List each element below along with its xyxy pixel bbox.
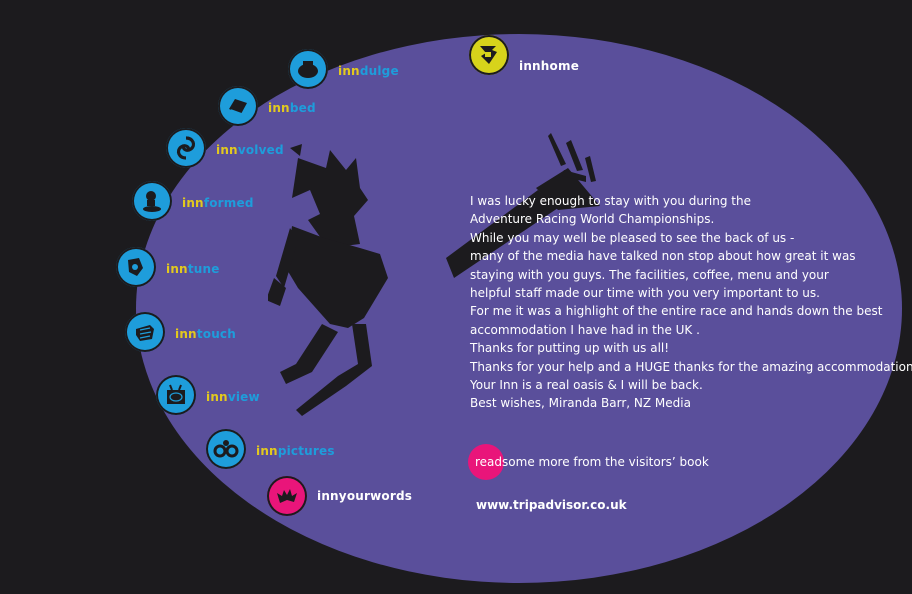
nav-inndulge[interactable]: inndulge: [288, 49, 399, 89]
nav-innvolved[interactable]: innvolved: [166, 128, 284, 168]
nav-inntune[interactable]: inntune: [116, 247, 220, 287]
nav-suffix: touch: [196, 327, 236, 341]
testimonial-line: Thanks for putting up with us all!: [470, 341, 670, 356]
nav-prefix: inn: [206, 390, 228, 404]
read-label: read: [475, 455, 503, 469]
bed-icon: [218, 86, 258, 126]
nav-innbed[interactable]: innbed: [218, 86, 316, 126]
nav-label: innyourwords: [317, 489, 413, 503]
testimonial-line: Your Inn is a real oasis & I will be bac…: [470, 378, 703, 393]
nav-innformed[interactable]: innformed: [132, 181, 254, 221]
testimonial-line: Adventure Racing World Championships.: [470, 212, 715, 227]
info-icon: [132, 181, 172, 221]
nav-prefix: inn: [256, 444, 278, 458]
nav-prefix: inn: [166, 262, 188, 276]
nav-prefix: inn: [338, 64, 360, 78]
nav-suffix: dulge: [359, 64, 399, 78]
cake-icon: [288, 49, 328, 89]
nav-prefix: inn: [175, 327, 197, 341]
swirl-icon: [166, 128, 206, 168]
nav-innview[interactable]: innview: [156, 375, 260, 415]
nav-label: innhome: [519, 59, 580, 73]
nav-suffix: tune: [187, 262, 220, 276]
nav-innpictures[interactable]: innpictures: [206, 429, 335, 469]
nav-prefix: inn: [216, 143, 238, 157]
testimonial-line: accommodation I have had in the UK .: [470, 322, 700, 337]
hand-icon: [125, 312, 165, 352]
read-dot: [468, 444, 504, 480]
nav-suffix: bed: [289, 101, 316, 115]
nav-prefix: inn: [268, 101, 290, 115]
testimonial-line: Thanks for your help and a HUGE thanks f…: [470, 359, 912, 374]
background-ellipse: [136, 34, 902, 583]
nav-innhome[interactable]: innhome: [469, 35, 579, 75]
testimonial-text: I was lucky enough to stay with you duri…: [470, 192, 912, 413]
dancing-figure-illustration: [268, 133, 600, 416]
nav-suffix: volved: [237, 143, 284, 157]
tripadvisor-link[interactable]: www.tripadvisor.co.uk: [476, 498, 627, 512]
read-more-text: some more from the visitors’ book: [502, 455, 709, 469]
testimonial-line: helpful staff made our time with you ver…: [470, 286, 820, 301]
testimonial-line: many of the media have talked non stop a…: [470, 249, 856, 264]
music-icon: [116, 247, 156, 287]
home-icon: [469, 35, 509, 75]
camera-icon: [206, 429, 246, 469]
tv-icon: [156, 375, 196, 415]
nav-innyourwords[interactable]: innyourwords: [267, 476, 412, 516]
testimonial-line: Best wishes, Miranda Barr, NZ Media: [470, 396, 691, 411]
testimonial-line: staying with you guys. The facilities, c…: [470, 267, 829, 282]
bat-icon: [267, 476, 307, 516]
nav-prefix: inn: [182, 196, 204, 210]
read-more-link[interactable]: read some more from the visitors’ book: [468, 444, 709, 480]
nav-suffix: pictures: [277, 444, 335, 458]
nav-suffix: view: [227, 390, 260, 404]
nav-suffix: formed: [203, 196, 254, 210]
testimonial-line: I was lucky enough to stay with you duri…: [470, 194, 751, 208]
testimonial-line: For me it was a highlight of the entire …: [470, 304, 883, 319]
nav-inntouch[interactable]: inntouch: [125, 312, 236, 352]
testimonial-line: While you may well be pleased to see the…: [470, 230, 795, 245]
